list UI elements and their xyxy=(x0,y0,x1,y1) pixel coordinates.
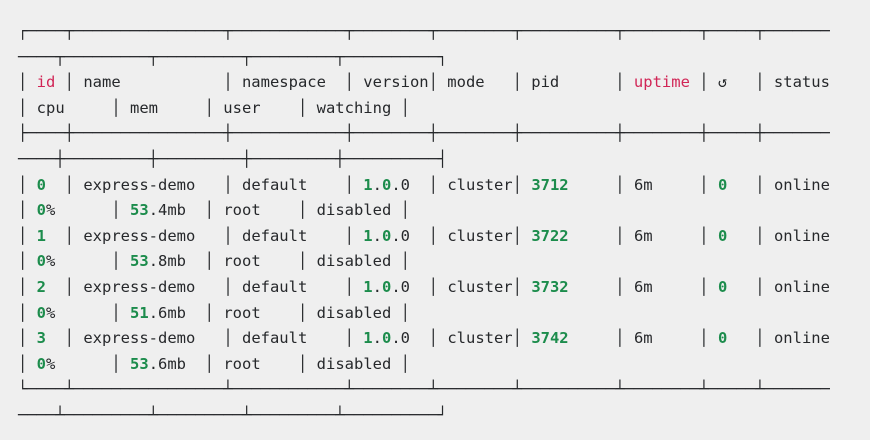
terminal-line: │ cpu │ mem │ user │ watching │ xyxy=(18,96,870,122)
metric-value-text: 0 xyxy=(36,252,47,271)
terminal-text: .0 │ cluster│ xyxy=(391,175,532,194)
terminal-text: ────┴─────────┴─────────┴─────────┴─────… xyxy=(18,405,448,424)
terminal-line: ┌────┬────────────────┬────────────┬────… xyxy=(18,19,870,45)
terminal-text: │ xyxy=(18,354,37,373)
terminal-text: │ 6m │ xyxy=(568,329,718,348)
terminal-text: ────┬─────────┬─────────┬─────────┬─────… xyxy=(18,47,448,66)
terminal-text: │ cpu │ mem │ user │ watching │ xyxy=(18,98,410,117)
metric-value-text: 1 xyxy=(363,277,373,296)
terminal-line: ├────┼────────────────┼────────────┼────… xyxy=(18,121,870,147)
metric-value-text: 0 xyxy=(717,175,728,194)
terminal-text: │ express-demo │ default │ xyxy=(46,175,364,194)
terminal-line: │ 0% │ 53.8mb │ root │ disabled │ xyxy=(18,249,870,275)
terminal-text: . xyxy=(372,226,382,245)
terminal-text: .0 │ cluster│ xyxy=(391,277,532,296)
metric-value-text: 0 xyxy=(717,329,728,348)
terminal-line: │ 0% │ 51.6mb │ root │ disabled │ xyxy=(18,301,870,327)
terminal-line: │ id │ name │ namespace │ version│ mode … xyxy=(18,70,870,96)
terminal-text: │ xyxy=(18,201,37,220)
metric-value-text: 3 xyxy=(36,329,47,348)
terminal-text: . xyxy=(372,329,382,348)
terminal-text: ┌────┬────────────────┬────────────┬────… xyxy=(18,22,830,40)
metric-value-text: 51 xyxy=(130,303,149,322)
terminal-text: │ express-demo │ default │ xyxy=(46,277,364,296)
metric-value-text: 0 xyxy=(36,354,47,373)
terminal-text: .6mb │ root │ disabled │ xyxy=(148,354,410,373)
metric-value-text: 3732 xyxy=(531,277,569,296)
metric-value-text: 0 xyxy=(36,175,47,194)
terminal-text: │ 6m │ xyxy=(568,226,718,245)
terminal-text: .8mb │ root │ disabled │ xyxy=(148,252,410,271)
terminal-text: % │ xyxy=(46,252,131,271)
terminal-text: │ ↺ │ status xyxy=(689,73,830,92)
metric-value-text: 0 xyxy=(36,303,47,322)
metric-value-text: 3722 xyxy=(531,226,569,245)
terminal-text: % │ xyxy=(46,354,131,373)
terminal-text: │ express-demo │ default │ xyxy=(46,226,364,245)
terminal-line: └────┴────────────────┴────────────┴────… xyxy=(18,377,870,403)
terminal-line: ────┬─────────┬─────────┬─────────┬─────… xyxy=(18,45,870,71)
terminal-line: │ 0 │ express-demo │ default │ 1.0.0 │ c… xyxy=(18,173,870,199)
terminal-text: │ name │ namespace │ version│ mode │ pid… xyxy=(55,73,634,92)
terminal-text: │ xyxy=(18,226,37,245)
metric-value-text: 2 xyxy=(36,277,47,296)
terminal-text: % │ xyxy=(46,303,131,322)
terminal-text: │ xyxy=(18,303,37,322)
metric-value-text: 53 xyxy=(130,354,149,373)
terminal-text: │ express-demo │ default │ xyxy=(46,329,364,348)
terminal-line: │ 2 │ express-demo │ default │ 1.0.0 │ c… xyxy=(18,275,870,301)
terminal-text: % │ xyxy=(46,201,131,220)
terminal-text: │ xyxy=(18,329,37,348)
metric-value-text: 1 xyxy=(363,226,373,245)
metric-value-text: 1 xyxy=(36,226,47,245)
terminal-line: │ 0% │ 53.6mb │ root │ disabled │ xyxy=(18,352,870,378)
terminal-text: │ 6m │ xyxy=(568,175,718,194)
metric-value-text: 1 xyxy=(363,329,373,348)
metric-value-text: 0 xyxy=(381,277,392,296)
metric-value-text: 0 xyxy=(36,201,47,220)
terminal-text: .6mb │ root │ disabled │ xyxy=(148,303,410,322)
pm2-process-table: ┌────┬────────────────┬────────────┬────… xyxy=(18,19,870,429)
terminal-text: │ online xyxy=(727,226,830,245)
terminal-text: . xyxy=(372,277,382,296)
header-accent-text: id xyxy=(36,73,56,92)
metric-value-text: 0 xyxy=(717,277,728,296)
metric-value-text: 0 xyxy=(381,226,392,245)
terminal-text: .4mb │ root │ disabled │ xyxy=(148,201,410,220)
metric-value-text: 1 xyxy=(363,175,373,194)
terminal-text: │ xyxy=(18,277,37,296)
terminal-line: ────┴─────────┴─────────┴─────────┴─────… xyxy=(18,403,870,429)
terminal-text: │ online xyxy=(727,175,830,194)
terminal-line: │ 0% │ 53.4mb │ root │ disabled │ xyxy=(18,198,870,224)
metric-value-text: 3742 xyxy=(531,329,569,348)
metric-value-text: 0 xyxy=(381,175,392,194)
metric-value-text: 53 xyxy=(130,252,149,271)
terminal-text: . xyxy=(372,175,382,194)
terminal-text: │ xyxy=(18,175,37,194)
terminal-text: └────┴────────────────┴────────────┴────… xyxy=(18,380,830,399)
metric-value-text: 0 xyxy=(717,226,728,245)
metric-value-text: 53 xyxy=(130,201,149,220)
terminal-text: .0 │ cluster│ xyxy=(391,226,532,245)
terminal-text: ────┼─────────┼─────────┼─────────┼─────… xyxy=(18,149,448,168)
terminal-text: ├────┼────────────────┼────────────┼────… xyxy=(18,124,830,143)
terminal-line: │ 1 │ express-demo │ default │ 1.0.0 │ c… xyxy=(18,224,870,250)
header-accent-text: uptime xyxy=(633,73,690,92)
terminal-text: │ xyxy=(18,252,37,271)
terminal-text: .0 │ cluster│ xyxy=(391,329,532,348)
metric-value-text: 0 xyxy=(381,329,392,348)
terminal-line: ────┼─────────┼─────────┼─────────┼─────… xyxy=(18,147,870,173)
terminal-text: │ online xyxy=(727,329,830,348)
terminal-text: │ online xyxy=(727,277,830,296)
terminal-text: │ 6m │ xyxy=(568,277,718,296)
metric-value-text: 3712 xyxy=(531,175,569,194)
terminal-line: │ 3 │ express-demo │ default │ 1.0.0 │ c… xyxy=(18,326,870,352)
terminal-text: │ xyxy=(18,73,37,92)
